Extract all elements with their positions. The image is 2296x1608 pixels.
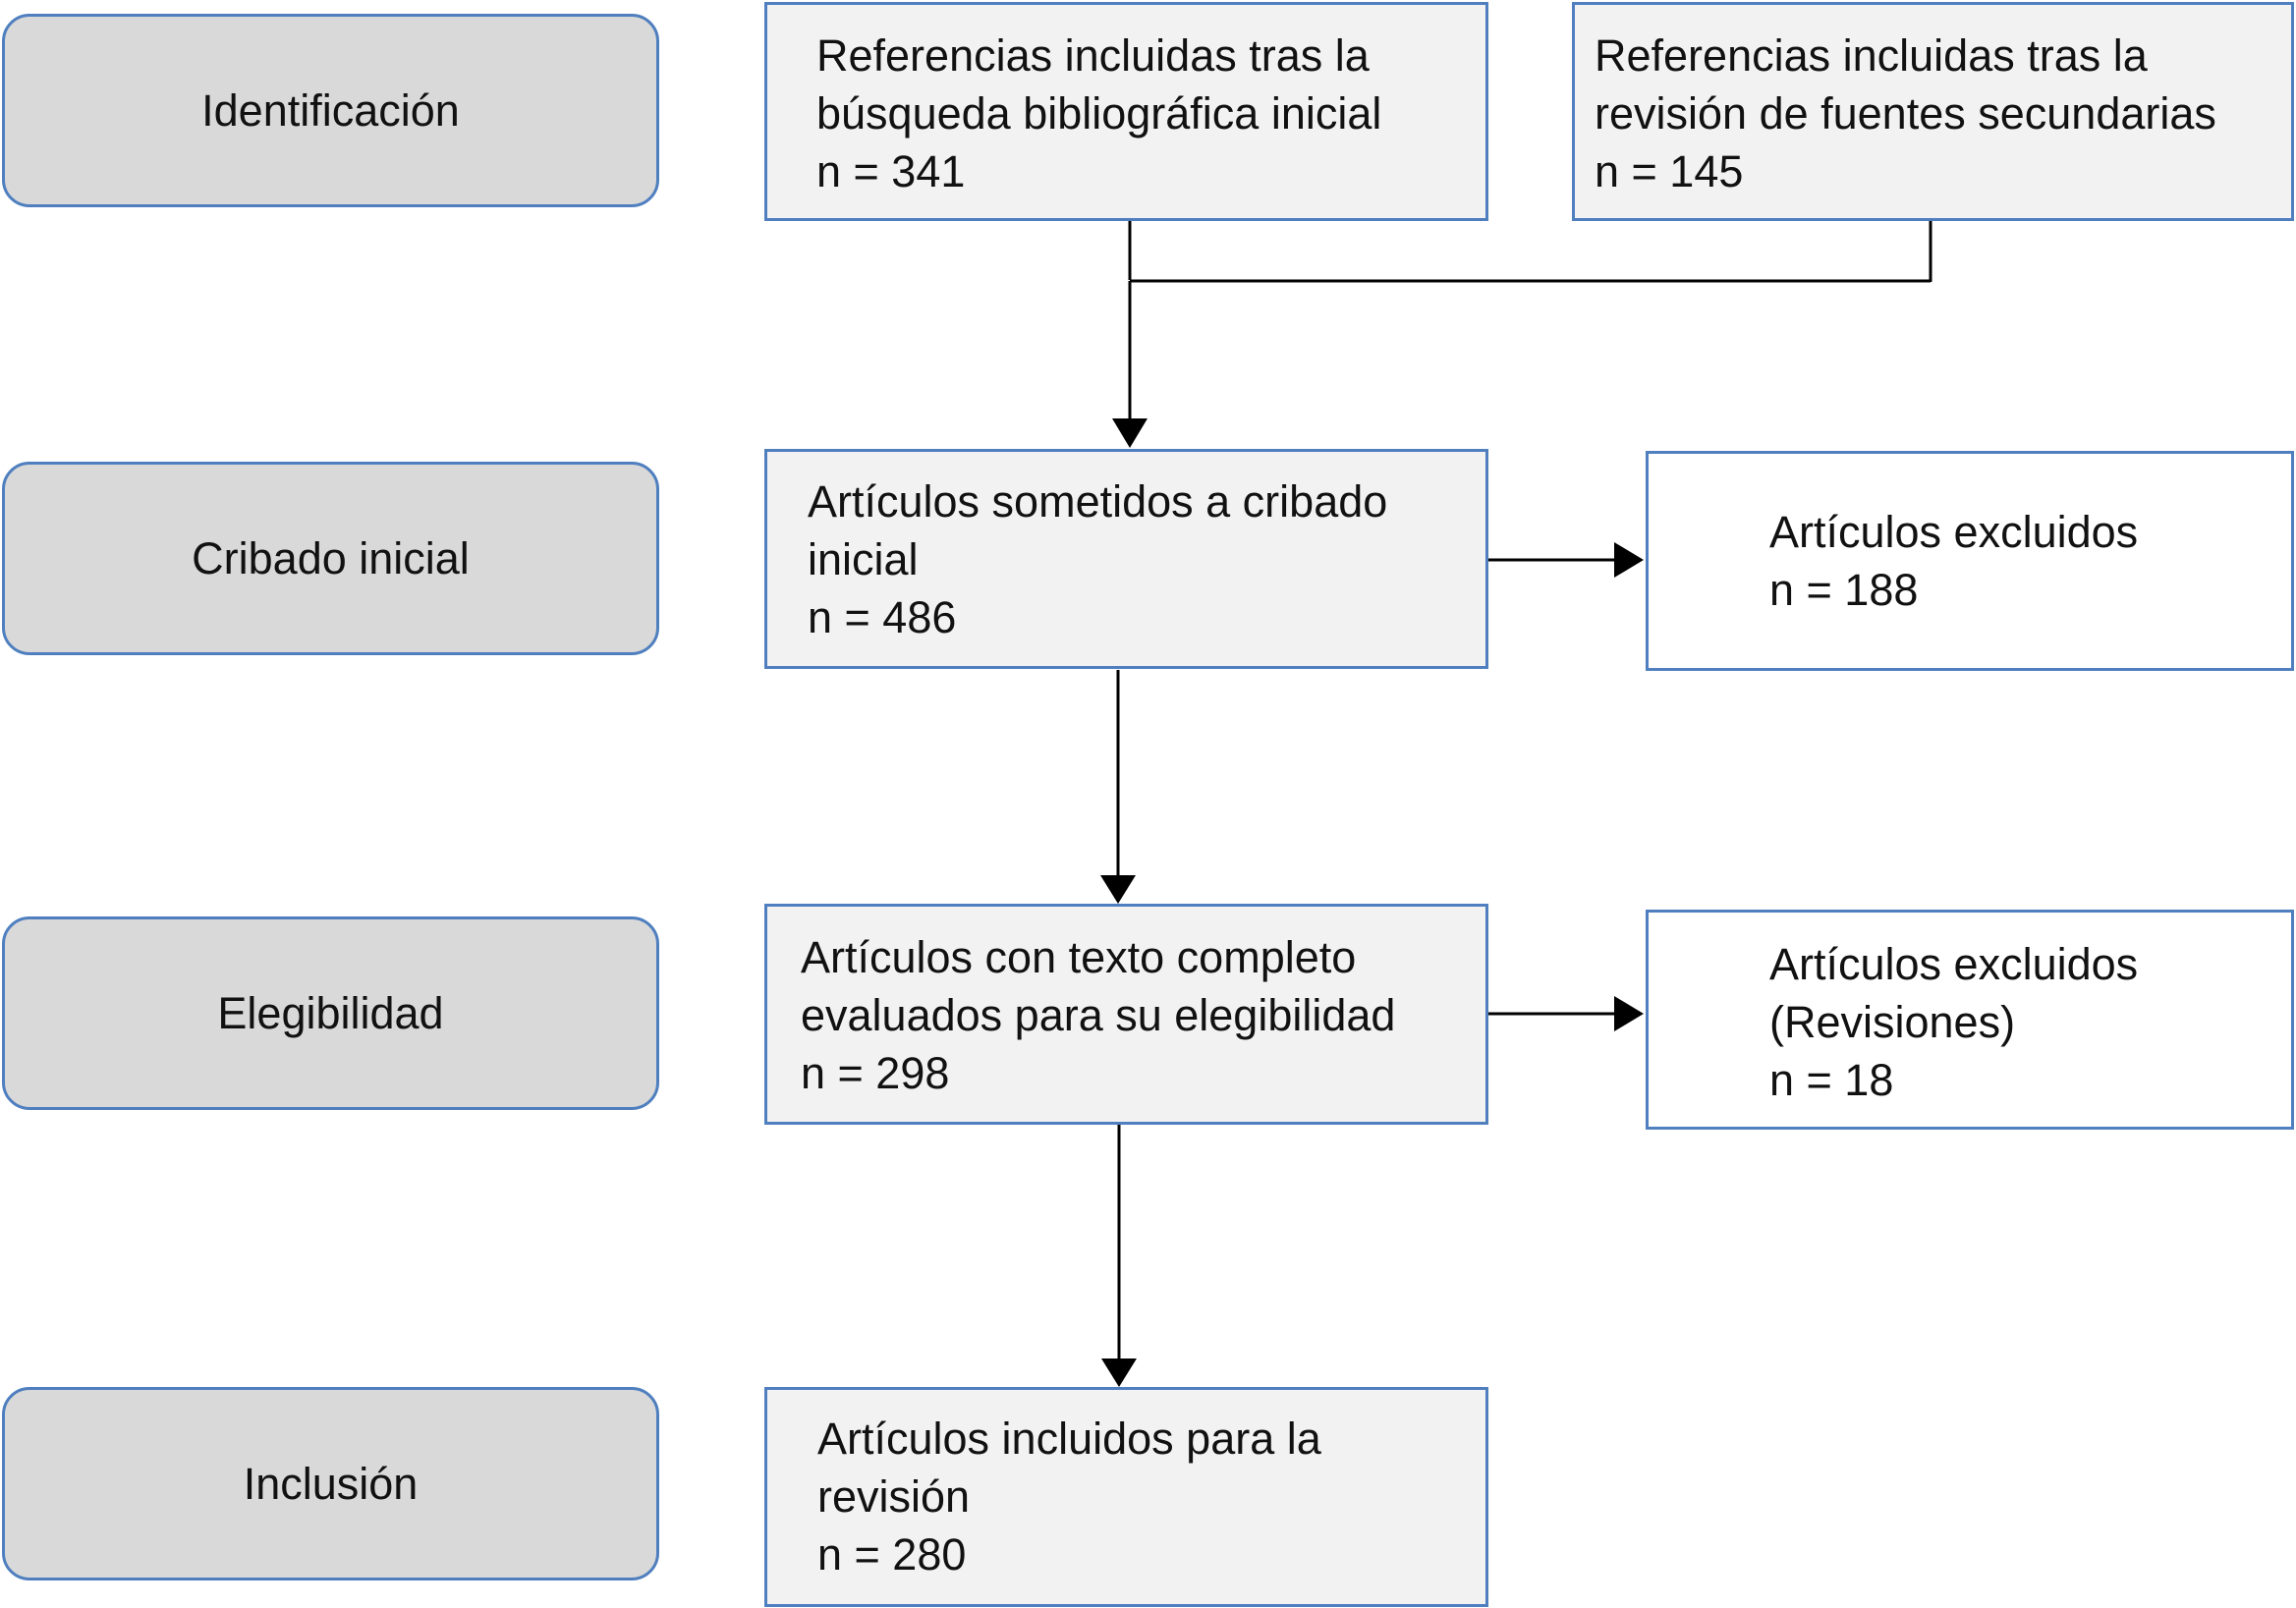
cribado-count: n = 486 [808, 592, 957, 642]
arrowhead-to-texto-completo [1100, 875, 1136, 904]
box-busqueda-inicial: Referencias incluidas tras la búsqueda b… [764, 2, 1488, 221]
incluidos-count: n = 280 [817, 1529, 967, 1580]
stage-elegibilidad: Elegibilidad [2, 916, 659, 1110]
excluidos-cribado-count: n = 188 [1769, 565, 1919, 615]
stage-identificacion: Identificación [2, 14, 659, 207]
incluidos-line-2: revisión [817, 1471, 971, 1522]
texto-completo-count: n = 298 [801, 1048, 950, 1098]
box-fuentes-secundarias: Referencias incluidas tras la revisión d… [1572, 2, 2294, 221]
fuentes-line-1: Referencias incluidas tras la [1595, 30, 2148, 81]
incluidos-line-1: Artículos incluidos para la [817, 1414, 1321, 1464]
busqueda-line-2: búsqueda bibliográfica inicial [816, 88, 1382, 139]
stage-cribado-inicial: Cribado inicial [2, 462, 659, 655]
cribado-line-1: Artículos sometidos a cribado [808, 476, 1388, 527]
arrowhead-to-incluidos [1101, 1358, 1137, 1387]
stage-elegibilidad-label: Elegibilidad [217, 987, 444, 1038]
arrowhead-to-excluidos-cribado [1614, 542, 1644, 578]
stage-inclusion: Inclusión [2, 1387, 659, 1580]
box-cribado-inicial: Artículos sometidos a cribado inicial n … [764, 449, 1488, 669]
box-excluidos-cribado: Artículos excluidos n = 188 [1646, 451, 2294, 671]
arrowhead-to-cribado [1112, 418, 1148, 448]
texto-completo-line-1: Artículos con texto completo [801, 932, 1357, 982]
busqueda-count: n = 341 [816, 146, 966, 196]
stage-inclusion-label: Inclusión [243, 1458, 419, 1509]
box-texto-completo: Artículos con texto completo evaluados p… [764, 904, 1488, 1125]
box-excluidos-revisiones: Artículos excluidos (Revisiones) n = 18 [1646, 910, 2294, 1130]
fuentes-count: n = 145 [1595, 146, 1744, 196]
arrowhead-to-excluidos-revisiones [1614, 996, 1644, 1031]
cribado-line-2: inicial [808, 534, 919, 584]
texto-completo-line-2: evaluados para su elegibilidad [801, 990, 1396, 1040]
stage-cribado-inicial-label: Cribado inicial [192, 532, 470, 583]
excluidos-cribado-line-1: Artículos excluidos [1769, 507, 2139, 557]
box-incluidos: Artículos incluidos para la revisión n =… [764, 1387, 1488, 1607]
busqueda-line-1: Referencias incluidas tras la [816, 30, 1370, 81]
excluidos-revisiones-line-1: Artículos excluidos [1769, 939, 2139, 989]
excluidos-revisiones-count: n = 18 [1769, 1055, 1894, 1105]
fuentes-line-2: revisión de fuentes secundarias [1595, 88, 2216, 139]
excluidos-revisiones-line-2: (Revisiones) [1769, 997, 2016, 1047]
stage-identificacion-label: Identificación [201, 84, 460, 136]
